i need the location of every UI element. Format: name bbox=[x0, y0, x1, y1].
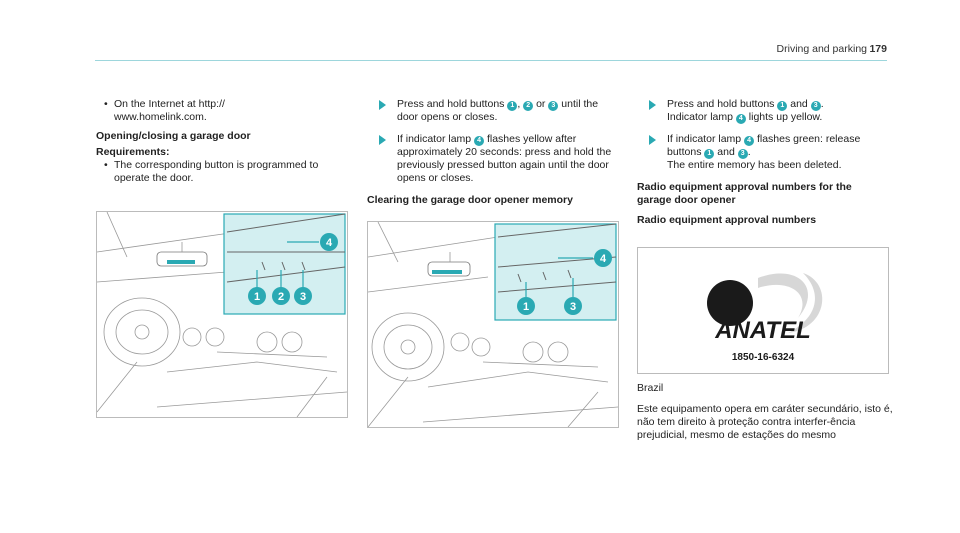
step-text-end: lights up yellow. bbox=[748, 111, 823, 123]
step-text-and: and bbox=[717, 146, 735, 158]
column-3: Press and hold buttons 1 and 3. Indicato… bbox=[637, 98, 887, 230]
step-text-dot: . bbox=[747, 146, 751, 158]
lamp-4-icon: 4 bbox=[744, 136, 755, 146]
header-divider bbox=[95, 60, 887, 61]
step-arrow-icon bbox=[649, 100, 656, 110]
column-2: Press and hold buttons 1, 2 or 3 until t… bbox=[367, 98, 617, 210]
callout-1-label: 1 bbox=[523, 301, 529, 313]
step-text: If indicator lamp bbox=[667, 133, 742, 145]
step-text-end: flashes yellow after approximately 20 se… bbox=[397, 133, 612, 184]
step-arrow-icon bbox=[379, 135, 386, 145]
callout-1-marker: 1 bbox=[517, 297, 535, 315]
callout-4-marker: 4 bbox=[320, 233, 338, 251]
brazil-section: Brazil Este equipamento opera em caráter… bbox=[637, 382, 897, 450]
button-1-icon: 1 bbox=[704, 149, 715, 159]
anatel-number: 1850-16-6324 bbox=[732, 352, 795, 363]
figure-garage-buttons: 4 1 2 3 bbox=[96, 211, 348, 418]
button-3-icon: 3 bbox=[548, 101, 559, 111]
callout-3-marker: 3 bbox=[294, 287, 312, 305]
step-text: Press and hold buttons bbox=[397, 98, 505, 110]
callout-3-label: 3 bbox=[300, 291, 306, 303]
lamp-4-icon: 4 bbox=[474, 136, 485, 146]
callout-1-marker: 1 bbox=[248, 287, 266, 305]
step-arrow-icon bbox=[379, 100, 386, 110]
button-1-icon: 1 bbox=[507, 101, 518, 111]
callout-4-marker: 4 bbox=[594, 249, 612, 267]
anatel-logo-box: ANATEL 1850-16-6324 bbox=[637, 247, 889, 374]
step-text-or: or bbox=[536, 98, 546, 110]
car-interior-illustration: 4 1 2 3 bbox=[97, 212, 347, 417]
step-indicator-green: If indicator lamp 4 flashes green: relea… bbox=[637, 133, 887, 172]
clearing-memory-heading: Clearing the garage door opener memory bbox=[367, 194, 573, 206]
callout-2-marker: 2 bbox=[272, 287, 290, 305]
page-number: 179 bbox=[869, 43, 887, 55]
approval-heading: Radio equipment approval numbers for the… bbox=[637, 181, 852, 206]
callout-3-marker: 3 bbox=[564, 297, 582, 315]
step-text-dot: . bbox=[820, 98, 824, 110]
requirement-text: The corresponding button is programmed t… bbox=[114, 159, 319, 184]
car-interior-illustration-2: 4 1 3 bbox=[368, 222, 618, 427]
garage-door-heading: Opening/closing a garage door bbox=[96, 130, 251, 142]
button-3-icon: 3 bbox=[810, 101, 821, 111]
bullet-url-text: On the Internet at http:// www.homelink.… bbox=[114, 98, 225, 123]
step-text-and: and bbox=[790, 98, 808, 110]
step-press-hold: Press and hold buttons 1, 2 or 3 until t… bbox=[367, 98, 617, 124]
requirements-label: Requirements: bbox=[96, 146, 170, 158]
step-arrow-icon bbox=[649, 135, 656, 145]
anatel-logo-text: ANATEL bbox=[714, 317, 811, 344]
button-2-icon: 2 bbox=[523, 101, 534, 111]
anatel-logo: ANATEL 1850-16-6324 bbox=[707, 273, 823, 363]
button-3-icon: 3 bbox=[737, 149, 748, 159]
approval-subheading: Radio equipment approval numbers bbox=[637, 214, 817, 226]
callout-1-label: 1 bbox=[254, 291, 260, 303]
bullet-url: On the Internet at http:// www.homelink.… bbox=[96, 98, 346, 124]
step-text: flashes green: release buttons bbox=[667, 133, 861, 158]
step-indicator-yellow: If indicator lamp 4 flashes yellow after… bbox=[367, 133, 617, 185]
section-title: Driving and parking bbox=[776, 43, 867, 55]
requirement-item: The corresponding button is programmed t… bbox=[96, 159, 346, 185]
step-text: Indicator lamp bbox=[667, 111, 733, 123]
callout-4-label: 4 bbox=[600, 253, 607, 265]
step-text: If indicator lamp bbox=[397, 133, 472, 145]
step-press-hold-1-3: Press and hold buttons 1 and 3. Indicato… bbox=[637, 98, 887, 124]
callout-3-label: 3 bbox=[570, 301, 576, 313]
callout-2-label: 2 bbox=[278, 291, 284, 303]
step-text-end: The entire memory has been deleted. bbox=[667, 159, 842, 171]
country-label: Brazil bbox=[637, 382, 664, 394]
button-1-icon: 1 bbox=[777, 101, 788, 111]
lamp-4-icon: 4 bbox=[735, 114, 746, 124]
step-text: Press and hold buttons bbox=[667, 98, 775, 110]
brazil-notice: Este equipamento opera em caráter secund… bbox=[637, 403, 893, 441]
step-text-sep: , bbox=[517, 98, 521, 110]
step-text-end: until the door opens or closes. bbox=[397, 98, 599, 123]
figure-clearing-buttons: 4 1 3 bbox=[367, 221, 619, 428]
callout-4-label: 4 bbox=[326, 237, 333, 249]
column-1: On the Internet at http:// www.homelink.… bbox=[96, 98, 346, 188]
